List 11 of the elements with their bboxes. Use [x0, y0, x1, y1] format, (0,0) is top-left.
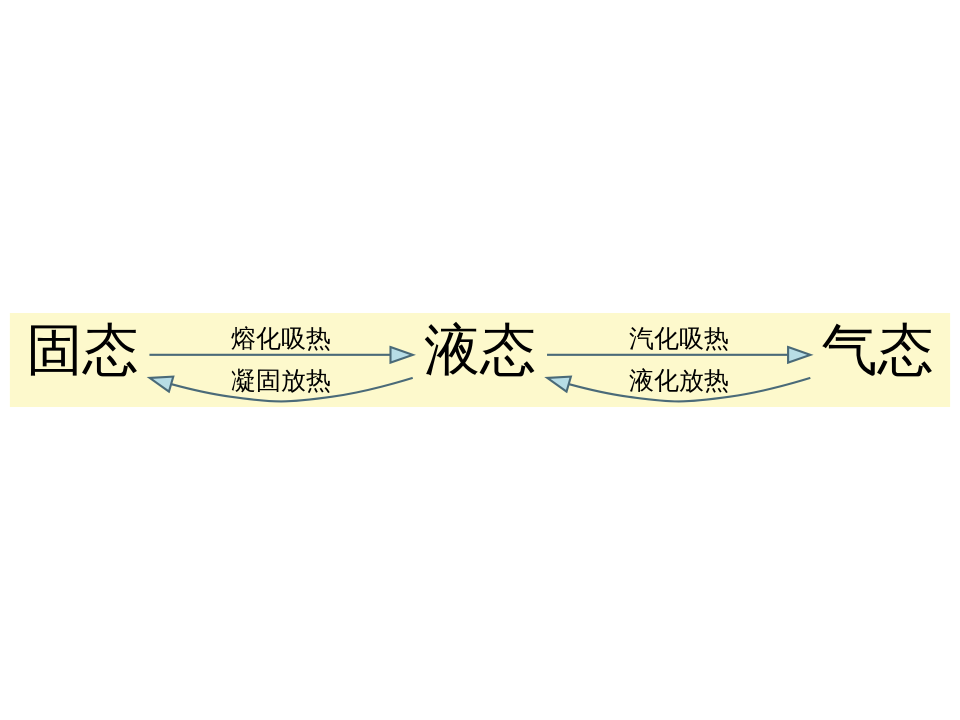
node-text: 气态 [822, 318, 934, 383]
node-text: 液态 [424, 318, 536, 383]
arrow [149, 346, 416, 364]
edge-label: 熔化吸热 [231, 324, 332, 354]
edge-label: 凝固放热 [231, 366, 332, 395]
node-text: 固态 [26, 318, 138, 383]
edge-label: 液化放热 [628, 366, 729, 395]
arrow [544, 375, 811, 402]
arrow [146, 375, 414, 402]
arrow [547, 346, 814, 364]
edge-label: 汽化吸热 [628, 324, 729, 354]
